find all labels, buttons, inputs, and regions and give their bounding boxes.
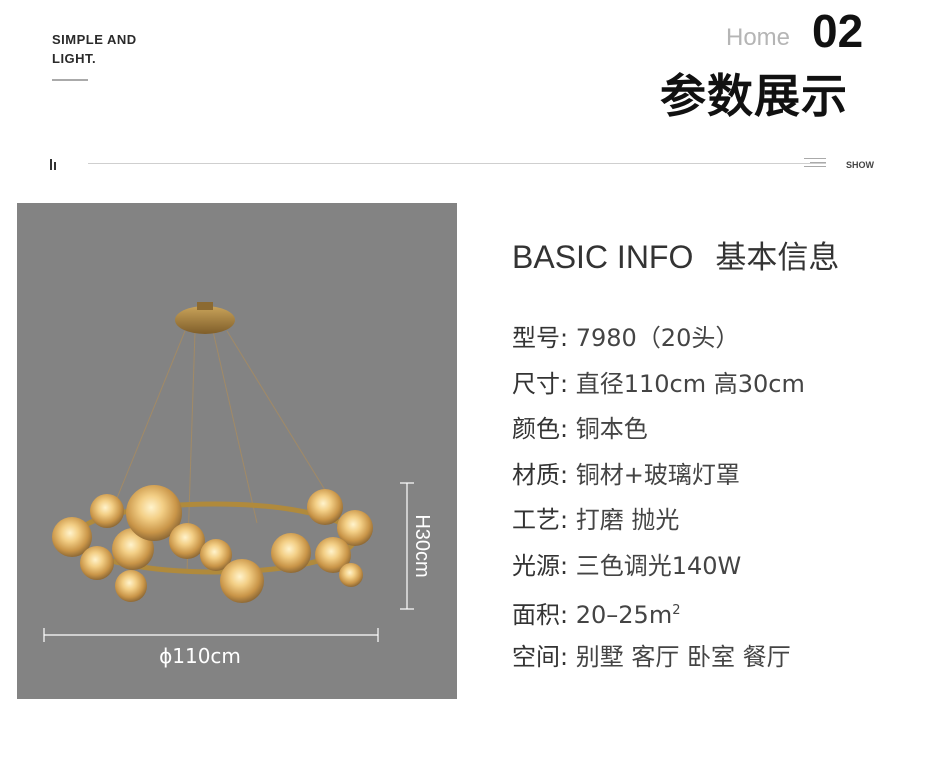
section-divider bbox=[88, 163, 826, 164]
brand-line-2: LIGHT. bbox=[52, 51, 97, 66]
spec-color: 颜色: 铜本色 bbox=[512, 415, 648, 443]
dimension-lines bbox=[43, 482, 414, 642]
spec-space: 空间: 别墅 客厅 卧室 餐厅 bbox=[512, 642, 791, 671]
brand-underline bbox=[52, 79, 88, 81]
home-label: Home bbox=[726, 24, 791, 51]
spec-model: 型号: 7980（20头） bbox=[512, 324, 740, 352]
heading-en: BASIC INFO bbox=[512, 239, 694, 275]
ceiling-canopy bbox=[175, 306, 235, 334]
product-photo: H30cm ϕ110cm bbox=[17, 203, 457, 699]
basic-info-heading: BASIC INFO 基本信息 bbox=[512, 232, 839, 277]
chandelier-illustration: H30cm ϕ110cm bbox=[43, 302, 433, 668]
glass-globes bbox=[52, 485, 373, 603]
height-dimension-label: H30cm bbox=[411, 514, 433, 577]
heading-cn: 基本信息 bbox=[715, 240, 840, 276]
spec-material: 材质: 铜材+玻璃灯罩 bbox=[512, 460, 740, 489]
spec-area: 面积: 20–25m2 bbox=[512, 601, 681, 629]
brand-line-1: SIMPLE AND bbox=[52, 32, 137, 47]
brand-slogan: SIMPLE AND LIGHT. bbox=[52, 30, 137, 68]
show-label: SHOW bbox=[846, 160, 874, 170]
diameter-dimension-label: ϕ110cm bbox=[159, 644, 241, 668]
page-title: 参数展示 bbox=[660, 69, 848, 123]
spec-list: 型号: 7980（20头） 尺寸: 直径110cm 高30cm 颜色: 铜本色 … bbox=[512, 319, 805, 683]
spec-size: 尺寸: 直径110cm 高30cm bbox=[512, 369, 805, 398]
section-number: 02 bbox=[812, 5, 864, 57]
spec-light-source: 光源: 三色调光140W bbox=[512, 551, 742, 580]
spec-craft: 工艺: 打磨 抛光 bbox=[512, 506, 680, 534]
menu-lines-icon bbox=[804, 158, 826, 170]
